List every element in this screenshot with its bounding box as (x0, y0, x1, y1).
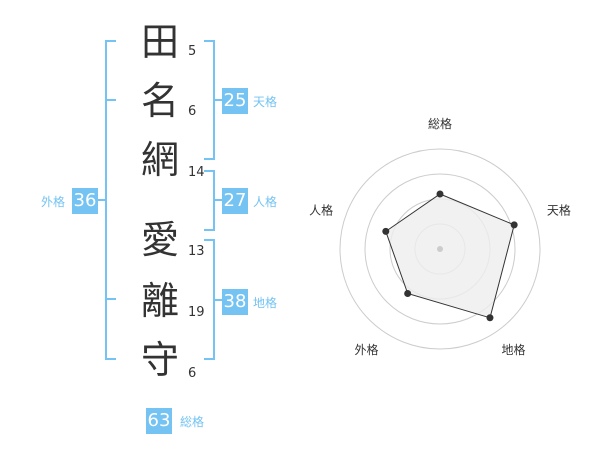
name-char-5: 離 (140, 279, 179, 323)
radar-center-dot (437, 246, 443, 252)
gaikaku-value: 36 (72, 188, 98, 214)
name-char-1: 田 (140, 20, 179, 64)
chikaku-value: 38 (222, 289, 248, 315)
stroke-count-2: 6 (188, 104, 197, 119)
radar-dots (382, 190, 518, 322)
stroke-count-6: 6 (188, 366, 197, 381)
stroke-count-3: 14 (188, 165, 205, 180)
tenkaku-value: 25 (222, 88, 248, 114)
radar-point-5 (382, 227, 390, 235)
radar-point-3 (486, 314, 494, 322)
chikaku-label: 地格 (253, 296, 278, 310)
radar-polygon (385, 193, 515, 319)
radar-ring-3 (364, 173, 516, 325)
name-char-3: 網 (140, 138, 179, 182)
radar-axis-label-1: 総格 (428, 116, 452, 131)
jinkaku-label: 人格 (253, 195, 278, 209)
radar-axis-label-4: 外格 (354, 342, 378, 357)
gaikaku-label: 外格 (41, 195, 66, 209)
stroke-count-5: 19 (188, 305, 205, 320)
stroke-count-1: 5 (188, 44, 197, 59)
soukaku-value: 63 (146, 408, 172, 434)
radar-point-1 (436, 190, 444, 198)
stroke-count-4: 13 (188, 244, 205, 259)
radar-point-4 (404, 289, 412, 297)
radar-axis-label-5: 人格 (309, 202, 333, 217)
radar-axis-label-3: 地格 (501, 342, 525, 357)
name-char-2: 名 (140, 79, 179, 123)
radar-axis-label-2: 天格 (547, 202, 571, 217)
name-char-6: 守 (140, 338, 179, 382)
soukaku-label: 総格 (180, 415, 205, 429)
radar-point-2 (510, 221, 518, 229)
tenkaku-label: 天格 (253, 95, 278, 109)
jinkaku-value: 27 (222, 188, 248, 214)
name-char-4: 愛 (140, 218, 179, 262)
